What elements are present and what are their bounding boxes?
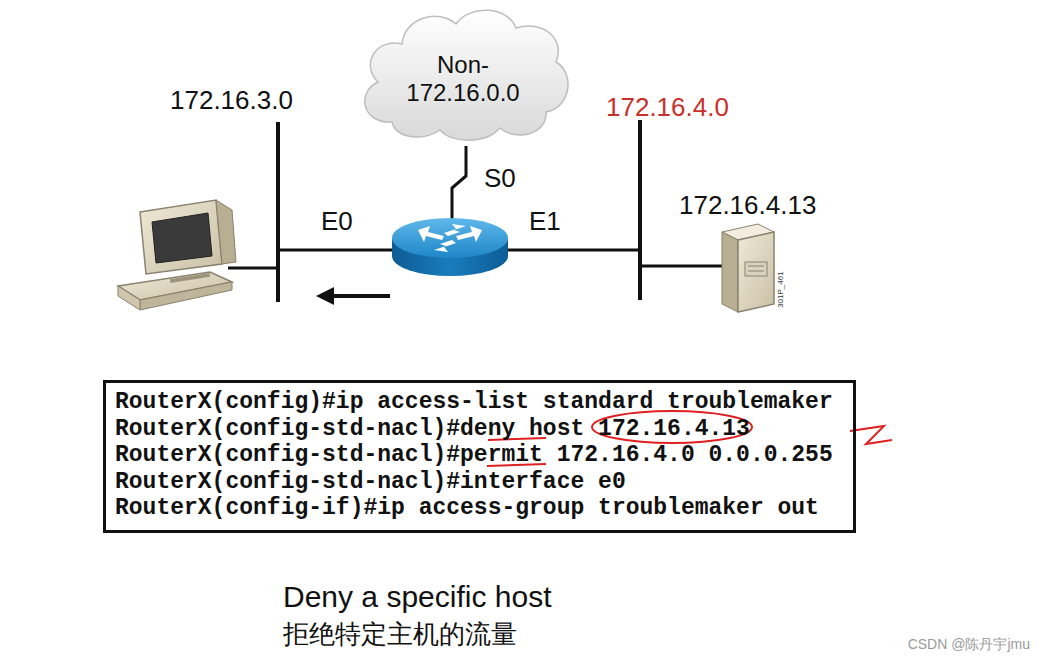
subnet-label: 172.16.3.0 bbox=[170, 86, 293, 116]
host-address: 172.16.4.13 bbox=[679, 191, 816, 221]
workstation-icon bbox=[118, 200, 236, 310]
cloud-label: Non- 172.16.0.0 bbox=[393, 41, 533, 107]
ethernet-segments bbox=[228, 120, 722, 302]
config-command: RouterX(config-std-nacl)#deny host 172.1… bbox=[115, 416, 845, 443]
caption-chinese: 拒绝特定主机的流量 bbox=[283, 620, 517, 650]
caption: Deny a specific host bbox=[283, 580, 551, 615]
serial-link bbox=[452, 146, 466, 224]
network-cloud: Non- 172.16.0.0 bbox=[352, 4, 574, 144]
config-box: RouterX(config)#ip access-list standard … bbox=[103, 380, 856, 533]
config-command: RouterX(config-std-nacl)#permit 172.16.4… bbox=[115, 442, 845, 469]
interface-label: E1 bbox=[529, 207, 561, 237]
router-symbol bbox=[392, 218, 508, 276]
config-command: RouterX(config-std-nacl)#interface e0 bbox=[115, 469, 845, 496]
server-icon bbox=[722, 224, 774, 312]
interface-label: S0 bbox=[484, 164, 516, 194]
cloud-text-holder: Non- 172.16.0.0 bbox=[352, 4, 574, 144]
config-command: RouterX(config)#ip access-list standard … bbox=[115, 389, 845, 416]
traffic-arrow bbox=[316, 287, 390, 305]
figure-code: 301P_461 bbox=[775, 272, 784, 308]
interface-label: E0 bbox=[321, 207, 353, 237]
subnet-label: 172.16.4.0 bbox=[606, 93, 729, 123]
watermark: CSDN @陈丹宇jmu bbox=[908, 636, 1030, 652]
config-command: RouterX(config-if)#ip access-group troub… bbox=[115, 495, 845, 522]
